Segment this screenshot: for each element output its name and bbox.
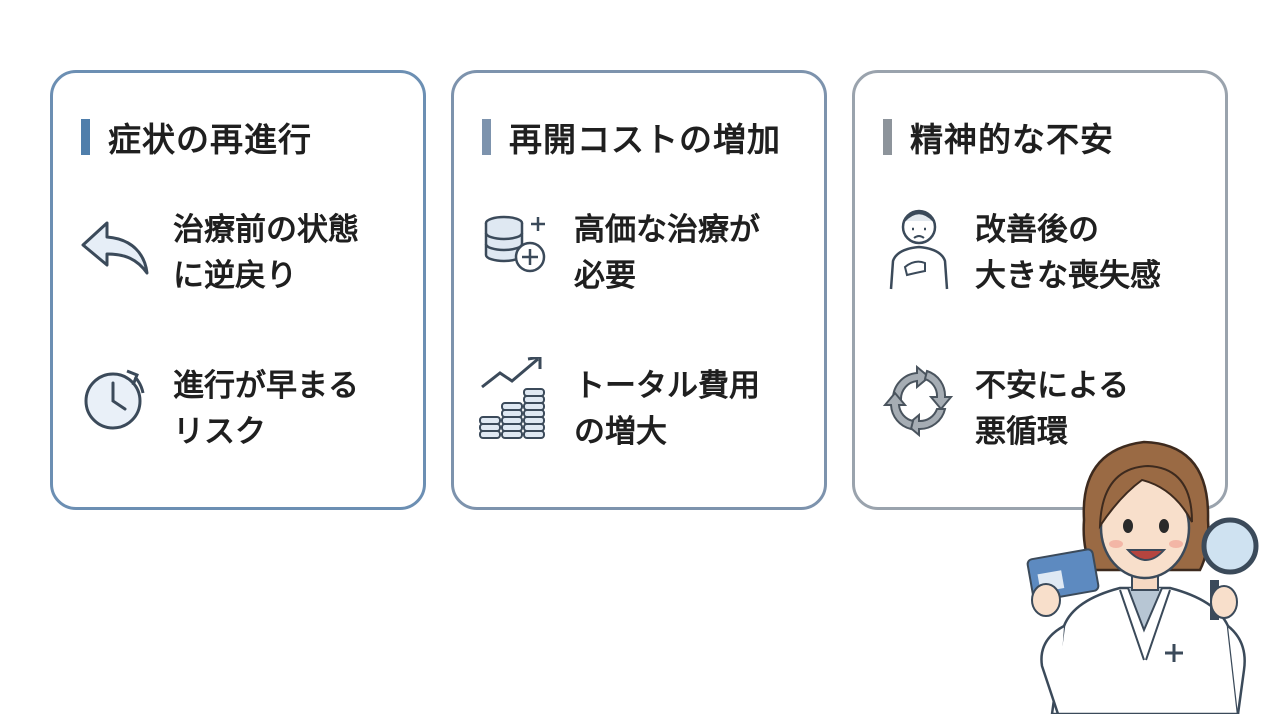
item-line: リスク — [173, 414, 266, 450]
accent-bar — [883, 119, 892, 155]
item-line: トータル費用 — [574, 368, 760, 404]
accent-bar — [81, 119, 90, 155]
card-mental-anxiety: 精神的な不安 改善後の 大きな喪失感 — [852, 70, 1228, 510]
item-text: 不安による 悪循環 — [975, 363, 1220, 455]
item-line: の増大 — [574, 414, 667, 450]
card-title: 精神的な不安 — [910, 120, 1114, 159]
item-line: に逆戻り — [173, 258, 297, 294]
item-text: 高価な治療が 必要 — [574, 207, 819, 299]
list-item: 不安による 悪循環 — [879, 357, 1219, 467]
cycle-arrows-icon — [879, 357, 959, 447]
card-symptom-relapse: 症状の再進行 治療前の状態 に逆戻り 進行が早まる リスク — [50, 70, 426, 510]
card-restart-cost: 再開コストの増加 高価な治療が 必要 — [451, 70, 827, 510]
item-text: トータル費用 の増大 — [574, 363, 819, 455]
worried-person-icon — [879, 201, 959, 291]
doctor-with-card-and-magnifier-icon — [1024, 430, 1280, 716]
card-heading: 再開コストの増加 — [482, 117, 781, 159]
list-item: トータル費用 の増大 — [478, 355, 819, 467]
item-line: 必要 — [574, 258, 636, 294]
item-line: 大きな喪失感 — [975, 258, 1161, 294]
item-text: 治療前の状態 に逆戻り — [173, 207, 418, 299]
card-title: 再開コストの増加 — [509, 120, 781, 159]
item-line: 改善後の — [975, 212, 1099, 248]
list-item: 治療前の状態 に逆戻り — [77, 201, 417, 311]
item-text: 進行が早まる リスク — [173, 363, 418, 455]
item-line: 進行が早まる — [173, 368, 359, 404]
clock-cycle-icon — [77, 357, 157, 447]
card-heading: 症状の再進行 — [81, 117, 312, 159]
card-heading: 精神的な不安 — [883, 117, 1114, 159]
list-item: 改善後の 大きな喪失感 — [879, 201, 1219, 311]
card-title: 症状の再進行 — [108, 120, 312, 159]
undo-arrow-icon — [77, 201, 157, 291]
accent-bar — [482, 119, 491, 155]
item-line: 高価な治療が — [574, 212, 760, 248]
item-line: 悪循環 — [975, 414, 1068, 450]
item-line: 治療前の状態 — [173, 212, 359, 248]
coins-plus-icon — [478, 201, 558, 291]
item-text: 改善後の 大きな喪失感 — [975, 207, 1220, 299]
list-item: 進行が早まる リスク — [77, 357, 417, 467]
list-item: 高価な治療が 必要 — [478, 201, 818, 311]
rising-chart-coins-icon — [478, 355, 558, 447]
item-line: 不安による — [975, 368, 1130, 404]
